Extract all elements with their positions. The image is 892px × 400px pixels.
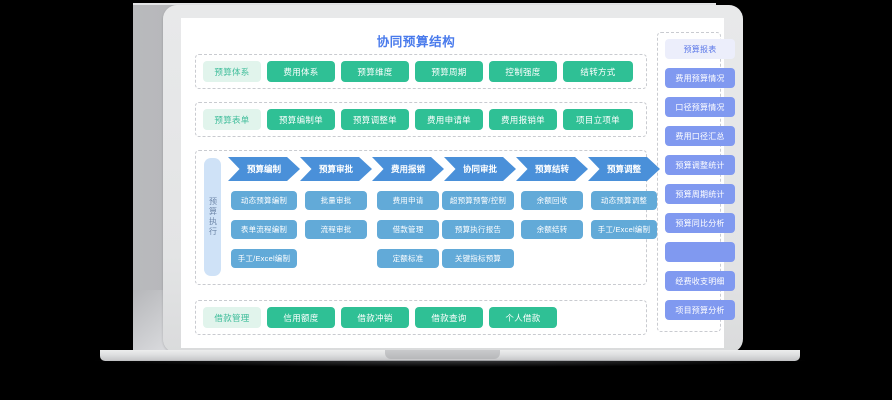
flow-step-4[interactable]: 预算结转 — [516, 157, 588, 181]
flow-task-c2-r1[interactable]: 借款管理 — [377, 220, 439, 239]
flow-task-c5-r0[interactable]: 动态预算调整 — [591, 191, 657, 210]
budget-system-row-item-1[interactable]: 费用体系 — [267, 61, 335, 82]
budget-system-row-item-3[interactable]: 预算周期 — [415, 61, 483, 82]
group-box-loan — [195, 300, 647, 335]
budget-form-row-item-0[interactable]: 预算表单 — [203, 109, 261, 130]
budget-form-row-item-2[interactable]: 预算调整单 — [341, 109, 409, 130]
flow-task-c0-r2[interactable]: 手工/Excel编制 — [231, 249, 297, 268]
group-box-budget-form — [195, 102, 647, 137]
loan-management-row-item-1[interactable]: 信用额度 — [267, 307, 335, 328]
sidebar-item-blank[interactable] — [665, 242, 735, 262]
loan-management-row-item-2[interactable]: 借款冲销 — [341, 307, 409, 328]
flow-task-c5-r1[interactable]: 手工/Excel编制 — [591, 220, 657, 239]
flow-task-c0-r0[interactable]: 动态预算编制 — [231, 191, 297, 210]
budget-system-row-item-4[interactable]: 控制强度 — [489, 61, 557, 82]
flow-task-c4-r0[interactable]: 余额回收 — [521, 191, 583, 210]
flow-step-1[interactable]: 预算审批 — [300, 157, 372, 181]
sidebar-item-4[interactable]: 预算周期统计 — [665, 184, 735, 204]
flow-step-5[interactable]: 预算调整 — [588, 157, 660, 181]
flow-task-c3-r0[interactable]: 超预算预警/控制 — [442, 191, 514, 210]
sidebar-item-7[interactable]: 经费收支明细 — [665, 271, 735, 291]
laptop-hinge-line-1 — [133, 3, 716, 5]
screen-content-area: 协同预算结构 预算执行 预算体系费用体系预算维度预算周期控制强度结转方式预算表单… — [181, 18, 735, 348]
sidebar-item-0[interactable]: 费用预算情况 — [665, 68, 735, 88]
group-box-sidebar — [657, 32, 721, 332]
flow-step-0[interactable]: 预算编制 — [228, 157, 300, 181]
flow-task-c1-r0[interactable]: 批量审批 — [305, 191, 367, 210]
flow-task-c3-r2[interactable]: 关键指标预算 — [442, 249, 514, 268]
flow-task-c2-r2[interactable]: 定额标准 — [377, 249, 439, 268]
sidebar-item-2[interactable]: 费用口径汇总 — [665, 126, 735, 146]
loan-management-row-item-3[interactable]: 借款查询 — [415, 307, 483, 328]
flow-step-2[interactable]: 费用报销 — [372, 157, 444, 181]
budget-system-row-item-5[interactable]: 结转方式 — [563, 61, 633, 82]
flow-task-c1-r1[interactable]: 流程审批 — [305, 220, 367, 239]
flow-task-c4-r1[interactable]: 余额结转 — [521, 220, 583, 239]
budget-form-row-item-5[interactable]: 项目立项单 — [563, 109, 633, 130]
sidebar-item-8[interactable]: 项目预算分析 — [665, 300, 735, 320]
sidebar-header: 预算报表 — [665, 39, 735, 59]
budget-form-row-item-4[interactable]: 费用报销单 — [489, 109, 557, 130]
sidebar-item-1[interactable]: 口径预算情况 — [665, 97, 735, 117]
sidebar: 预算报表费用预算情况口径预算情况费用口径汇总预算调整统计预算周期统计预算同比分析… — [657, 32, 735, 332]
flow-task-c3-r1[interactable]: 预算执行报告 — [442, 220, 514, 239]
budget-form-row-item-1[interactable]: 预算编制单 — [267, 109, 335, 130]
budget-system-row-item-2[interactable]: 预算维度 — [341, 61, 409, 82]
sidebar-item-3[interactable]: 预算调整统计 — [665, 155, 735, 175]
page-title: 协同预算结构 — [376, 35, 456, 49]
laptop-base-notch — [385, 350, 500, 359]
diagram-canvas: 协同预算结构 预算执行 预算体系费用体系预算维度预算周期控制强度结转方式预算表单… — [181, 18, 735, 348]
loan-management-row-item-0[interactable]: 借款管理 — [203, 307, 261, 328]
flow-step-3[interactable]: 协同审批 — [444, 157, 516, 181]
flow-task-c0-r1[interactable]: 表单流程编制 — [231, 220, 297, 239]
group-box-budget-execution — [195, 150, 647, 285]
group-box-budget-system — [195, 54, 647, 89]
flow-task-c2-r0[interactable]: 费用申请 — [377, 191, 439, 210]
loan-management-row-item-4[interactable]: 个人借款 — [489, 307, 557, 328]
laptop-shadow — [95, 360, 805, 367]
sidebar-item-5[interactable]: 预算同比分析 — [665, 213, 735, 233]
vertical-label-text: 预算执行 — [208, 197, 218, 237]
budget-form-row-item-3[interactable]: 费用申请单 — [415, 109, 483, 130]
vertical-label-budget-execution: 预算执行 — [204, 158, 221, 276]
budget-system-row-item-0[interactable]: 预算体系 — [203, 61, 261, 82]
